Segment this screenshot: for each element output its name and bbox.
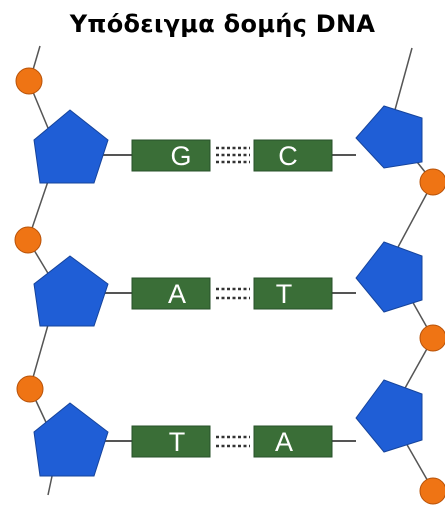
- base-right: [253, 277, 333, 310]
- base-left: [131, 139, 211, 172]
- hydrogen-bonds: [216, 435, 250, 448]
- base-right-label: A: [275, 427, 293, 457]
- base-left-label: G: [170, 141, 191, 171]
- left-sugars: [33, 109, 109, 477]
- sugar-pentagon: [33, 255, 109, 327]
- base-pair-3: T A: [131, 425, 333, 458]
- base-right-label: T: [276, 279, 293, 309]
- base-left-label: A: [168, 279, 186, 309]
- hydrogen-bonds: [216, 287, 250, 300]
- sugar-pentagon: [33, 402, 109, 477]
- sugar-pentagon: [33, 109, 109, 184]
- right-sugars: [355, 105, 423, 453]
- right-phosphates: [419, 168, 445, 505]
- phosphate-circle: [419, 477, 445, 505]
- phosphate-circle: [419, 168, 445, 196]
- base-left: [131, 277, 211, 310]
- base-right: [253, 139, 333, 172]
- phosphate-circle: [14, 226, 42, 254]
- hydrogen-bonds: [216, 146, 250, 164]
- phosphate-circle: [15, 67, 43, 95]
- left-phosphates: [14, 67, 44, 403]
- base-left: [131, 425, 211, 458]
- base-pair-1: G C: [131, 139, 333, 172]
- sugar-pentagon: [355, 105, 423, 169]
- phosphate-circle: [16, 375, 44, 403]
- phosphate-circle: [419, 324, 445, 352]
- base-pair-2: A T: [131, 277, 333, 310]
- base-right-label: C: [278, 141, 298, 171]
- base-right: [253, 425, 333, 458]
- sugar-pentagon: [355, 379, 423, 453]
- sugar-pentagon: [355, 241, 423, 313]
- diagram-title: Υπόδειγμα δομής DNA: [69, 10, 376, 38]
- base-left-label: T: [169, 427, 186, 457]
